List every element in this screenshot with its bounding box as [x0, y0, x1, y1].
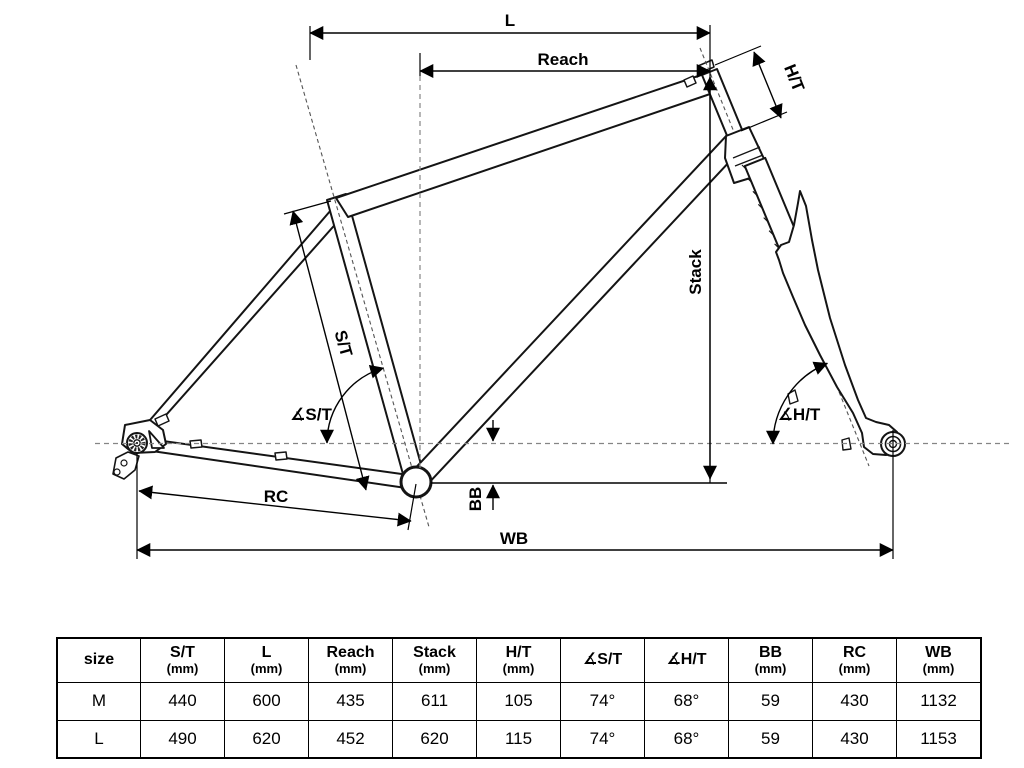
cell-value: 452 — [308, 719, 393, 759]
cell-value: 600 — [224, 681, 309, 721]
cell-value: 1153 — [896, 719, 982, 759]
cell-value: 490 — [140, 719, 225, 759]
table-row-size-l: L 490 620 452 620 115 74° 68° 59 430 115… — [56, 719, 982, 759]
col-header-ht: H/T(mm) — [476, 637, 561, 683]
cell-value: 74° — [560, 681, 645, 721]
headset-cup — [732, 146, 761, 159]
extension-lines — [136, 25, 894, 559]
fork — [724, 126, 901, 456]
cell-value: 1132 — [896, 681, 982, 721]
construction-lines — [95, 76, 1012, 468]
table-row-size-m: M 440 600 435 611 105 74° 68° 59 430 113… — [56, 681, 982, 721]
headset-cup — [734, 154, 764, 167]
chain-stay — [133, 436, 421, 491]
dimension-lines — [136, 26, 894, 557]
geometry-diagram: L Reach H/T Stack S/T ∡S/T ∡H/T BB RC WB — [95, 11, 1012, 559]
col-header-size: size — [56, 637, 141, 683]
cell-value: 74° — [560, 719, 645, 759]
down-tube — [407, 131, 746, 490]
dim-label-l: L — [505, 11, 515, 30]
dim-label-bb: BB — [466, 487, 485, 512]
dim-label-ht: H/T — [780, 62, 808, 95]
table-header-row: size S/T(mm) L(mm) Reach(mm) Stack(mm) H… — [56, 637, 982, 683]
cell-value: 105 — [476, 681, 561, 721]
cell-value: 59 — [728, 681, 813, 721]
top-tube — [335, 73, 717, 218]
dim-angle-st-arc — [320, 364, 385, 444]
cell-value: 68° — [644, 681, 729, 721]
col-header-l: L(mm) — [224, 637, 309, 683]
seatstay-mount — [154, 413, 170, 427]
cell-value: 440 — [140, 681, 225, 721]
cell-value: 115 — [476, 719, 561, 759]
bottom-bracket — [399, 465, 433, 499]
col-header-wb: WB(mm) — [896, 637, 982, 683]
dim-ht — [752, 51, 783, 119]
cell-value: 430 — [812, 681, 897, 721]
cell-value: 68° — [644, 719, 729, 759]
col-header-angle-ht: ∡H/T — [644, 637, 729, 683]
dim-label-wb: WB — [500, 529, 528, 548]
dim-label-reach: Reach — [537, 50, 588, 69]
col-header-stack: Stack(mm) — [392, 637, 477, 683]
col-header-rc: RC(mm) — [812, 637, 897, 683]
fork-lower-leg — [775, 190, 901, 456]
cell-size: L — [56, 719, 141, 759]
cell-size: M — [56, 681, 141, 721]
dim-label-st: S/T — [331, 328, 357, 359]
col-header-st: S/T(mm) — [140, 637, 225, 683]
dim-label-angle-ht: ∡H/T — [778, 405, 821, 424]
col-header-bb: BB(mm) — [728, 637, 813, 683]
cell-value: 59 — [728, 719, 813, 759]
cell-value: 430 — [812, 719, 897, 759]
bike-frame — [112, 47, 906, 528]
col-header-reach: Reach(mm) — [308, 637, 393, 683]
dim-angle-ht-arc — [766, 361, 829, 445]
cell-value: 620 — [224, 719, 309, 759]
dim-rc — [138, 485, 412, 527]
col-header-angle-st: ∡S/T — [560, 637, 645, 683]
dim-label-rc: RC — [264, 487, 289, 506]
derailleur-pulley — [120, 459, 128, 467]
dim-label-angle-st: ∡S/T — [290, 405, 332, 424]
dim-label-stack: Stack — [686, 249, 705, 295]
cell-value: 620 — [392, 719, 477, 759]
cell-value: 611 — [392, 681, 477, 721]
cell-value: 435 — [308, 681, 393, 721]
chainstay-mount — [274, 451, 288, 461]
derailleur-pulley — [113, 468, 121, 476]
geometry-table: size S/T(mm) L(mm) Reach(mm) Stack(mm) H… — [56, 637, 982, 759]
